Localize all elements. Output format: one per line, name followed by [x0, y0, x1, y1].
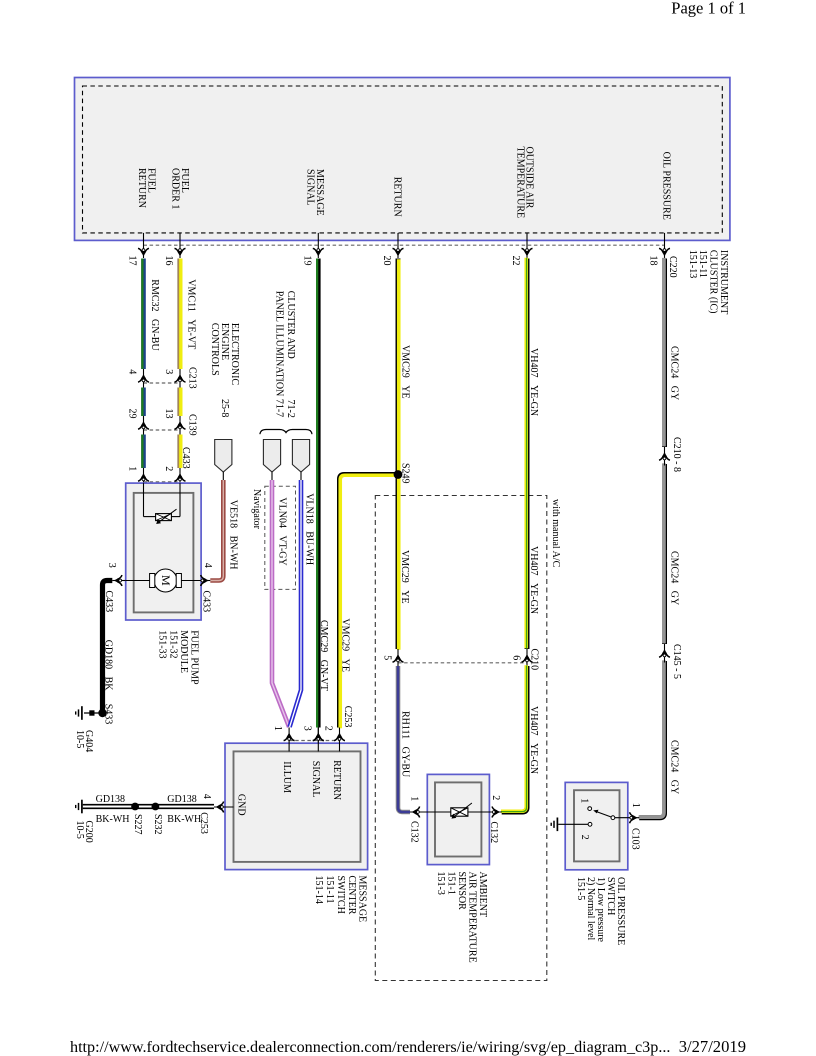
svg-text:1: 1: [272, 726, 283, 731]
svg-text:OUTSIDE AIRTEMPERATURE: OUTSIDE AIRTEMPERATURE: [514, 147, 534, 219]
svg-text:3/27/2019: 3/27/2019: [679, 1037, 746, 1056]
svg-text:17: 17: [127, 256, 138, 266]
svg-text:FUELORDER 1: FUELORDER 1: [170, 168, 190, 209]
svg-text:3: 3: [301, 726, 312, 731]
svg-text:S249: S249: [400, 463, 411, 484]
svg-text:CMC29 GN-VT: CMC29 GN-VT: [318, 620, 329, 691]
svg-text:CMC24 GY: CMC24 GY: [669, 346, 680, 400]
svg-text:S227: S227: [132, 814, 143, 835]
svg-text:FUEL PUMPMODULE151-32151-33: FUEL PUMPMODULE151-32151-33: [157, 630, 200, 685]
svg-text:VLN18 BU-WH: VLN18 BU-WH: [304, 493, 315, 565]
svg-text:Navigator: Navigator: [251, 489, 262, 530]
svg-text:M: M: [159, 575, 173, 586]
svg-text:G20010-5: G20010-5: [74, 821, 94, 843]
svg-text:CMC24 GY: CMC24 GY: [669, 551, 680, 605]
svg-text:FUELRETURN: FUELRETURN: [136, 168, 156, 208]
svg-text:16: 16: [163, 256, 174, 266]
svg-text:GD180 BK: GD180 BK: [103, 640, 114, 692]
svg-text:C213: C213: [187, 367, 198, 389]
svg-text:VH407 YE-GN: VH407 YE-GN: [528, 348, 539, 416]
svg-text:2: 2: [490, 795, 501, 800]
svg-text:1: 1: [579, 798, 590, 803]
svg-text:C433: C433: [103, 591, 114, 613]
svg-text:29: 29: [127, 409, 138, 419]
svg-text:VMC29 YE: VMC29 YE: [340, 618, 351, 672]
svg-text:C210: C210: [529, 649, 540, 671]
svg-text:VMC29 YE: VMC29 YE: [399, 550, 410, 604]
svg-text:1: 1: [409, 796, 420, 801]
svg-text:4: 4: [127, 369, 138, 374]
svg-text:C132: C132: [409, 821, 420, 843]
svg-text:2: 2: [579, 835, 590, 840]
svg-text:C139: C139: [187, 414, 198, 436]
svg-text:INSTRUMENTCLUSTER (IC)151-1115: INSTRUMENTCLUSTER (IC)151-11151-13: [687, 250, 729, 314]
svg-text:SIGNAL: SIGNAL: [310, 761, 321, 798]
svg-text:22: 22: [510, 256, 521, 266]
svg-text:C433: C433: [201, 591, 212, 613]
svg-text:VH407 YE-GN: VH407 YE-GN: [528, 546, 539, 614]
svg-text:C103: C103: [630, 828, 641, 850]
svg-text:19: 19: [301, 256, 312, 266]
svg-text:6: 6: [511, 655, 522, 660]
svg-text:VH407 YE-GN: VH407 YE-GN: [528, 706, 539, 774]
svg-text:3: 3: [106, 563, 117, 568]
svg-text:BK-WH: BK-WH: [96, 814, 130, 825]
svg-text:ELECTRONICENGINECONTROLS: ELECTRONICENGINECONTROLS: [209, 323, 240, 386]
svg-text:MESSAGECENTERSWITCH151-11151-1: MESSAGECENTERSWITCH151-11151-14: [313, 876, 368, 923]
svg-text:GD138: GD138: [167, 794, 196, 805]
svg-text:C145 - 5: C145 - 5: [671, 644, 682, 679]
svg-text:PANEL ILLUMINATION 71-7: PANEL ILLUMINATION 71-7: [274, 291, 285, 417]
svg-text:RH111 GY-BU: RH111 GY-BU: [400, 711, 411, 778]
svg-text:C210 - 8: C210 - 8: [671, 437, 682, 472]
svg-text:GD138: GD138: [96, 794, 125, 805]
svg-text:VLN04 VT-GY: VLN04 VT-GY: [277, 497, 288, 565]
svg-text:13: 13: [163, 409, 174, 419]
svg-text:2: 2: [163, 466, 174, 471]
svg-text:VE518 BN-WH: VE518 BN-WH: [227, 500, 238, 570]
svg-text:VMC29 YE: VMC29 YE: [400, 345, 411, 399]
svg-text:71-2: 71-2: [285, 400, 296, 418]
svg-text:C132: C132: [488, 822, 499, 844]
svg-text:AMBIENTAIR TEMPERATURESENSOR15: AMBIENTAIR TEMPERATURESENSOR151-1151-3: [435, 872, 488, 963]
svg-text:1: 1: [127, 466, 138, 471]
svg-text:G40410-5: G40410-5: [74, 730, 94, 752]
svg-text:C433: C433: [180, 447, 191, 469]
svg-text:ILLUM: ILLUM: [281, 761, 292, 793]
svg-text:CLUSTER AND: CLUSTER AND: [285, 291, 296, 359]
svg-text:20: 20: [381, 256, 392, 266]
svg-text:with manual A/C: with manual A/C: [550, 499, 561, 568]
svg-text:S232: S232: [152, 814, 163, 835]
svg-text:1: 1: [630, 803, 641, 808]
svg-text:BK-WH: BK-WH: [167, 814, 201, 825]
svg-text:RETURN: RETURN: [331, 760, 342, 800]
svg-text:RMC32 GN-BU: RMC32 GN-BU: [149, 279, 160, 351]
svg-text:18: 18: [648, 256, 659, 266]
svg-text:CMC24 GY: CMC24 GY: [669, 740, 680, 794]
svg-text:4: 4: [201, 794, 212, 799]
svg-text:C253: C253: [342, 706, 353, 728]
svg-text:http://www.fordtechservice.dea: http://www.fordtechservice.dealerconnect…: [70, 1039, 670, 1056]
svg-text:VMC11 YE-VT: VMC11 YE-VT: [186, 279, 197, 349]
svg-text:25-8: 25-8: [219, 399, 230, 417]
svg-text:4: 4: [202, 563, 213, 568]
svg-text:C253: C253: [198, 812, 209, 834]
svg-text:OIL PRESSURESWITCH1) Low press: OIL PRESSURESWITCH1) Low pressure2) Norm…: [575, 877, 626, 945]
svg-text:Page 1 of 1: Page 1 of 1: [671, 0, 746, 18]
svg-text:C220: C220: [667, 256, 678, 278]
svg-text:2: 2: [323, 726, 334, 731]
svg-text:GND: GND: [236, 794, 247, 816]
svg-text:RETURN: RETURN: [392, 177, 403, 217]
svg-text:OIL PRESSURE: OIL PRESSURE: [661, 152, 672, 220]
svg-text:5: 5: [382, 655, 393, 660]
svg-text:3: 3: [163, 369, 174, 374]
svg-text:S433: S433: [103, 704, 114, 725]
svg-text:MESSAGESIGNAL: MESSAGESIGNAL: [305, 169, 325, 216]
